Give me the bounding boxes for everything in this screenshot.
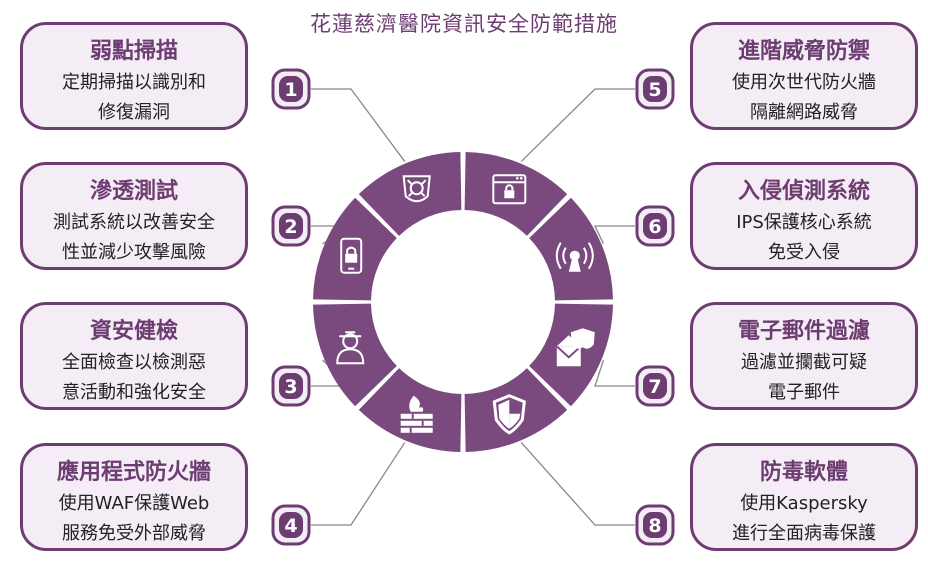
number-badges: 1 2 3 4 5 6 7 8: [271, 68, 675, 546]
number-badge-8: 8: [635, 504, 675, 546]
alarm-signal-icon: [555, 242, 594, 272]
user-check-icon: [336, 331, 365, 365]
connector-line-6: [593, 225, 635, 245]
number-badge-label: 8: [648, 515, 661, 537]
measure-title: 進階威脅防禦: [737, 39, 870, 64]
number-badge-label: 3: [284, 376, 297, 398]
number-badge-1: 1: [271, 68, 311, 110]
number-badge-label: 2: [284, 216, 297, 238]
measure-card-6: 入侵偵測系統 IPS保護核心系統免受入侵: [690, 162, 918, 270]
measure-description-line: 服務免受外部威脅: [62, 523, 206, 544]
number-badge-7: 7: [635, 365, 675, 407]
measure-description-line: 測試系統以改善安全: [53, 212, 215, 233]
number-badge-label: 4: [284, 515, 297, 537]
measure-description-line: 使用次世代防火牆: [732, 72, 876, 93]
connector-line-5: [520, 88, 635, 163]
measure-description-line: 使用WAF保護Web: [58, 493, 210, 514]
measure-description-line: 定期掃描以識別和: [62, 72, 206, 93]
measure-description-line: 過濾並攔截可疑: [741, 352, 867, 373]
measure-title: 防毒軟體: [759, 460, 848, 485]
measure-title: 資安健檢: [89, 319, 178, 344]
locked-phone-icon: [340, 237, 363, 274]
connector-line-4: [311, 442, 406, 526]
measure-description-line: 使用Kaspersky: [740, 493, 868, 514]
firewall-icon: [400, 395, 433, 433]
measure-card-3: 資安健檢全面檢查以檢測惡意活動和強化安全: [20, 302, 248, 410]
measure-description-line: 修復漏洞: [98, 102, 170, 123]
number-badge-label: 6: [648, 216, 661, 238]
measure-title: 應用程式防火牆: [56, 460, 211, 485]
number-badge-label: 5: [648, 79, 661, 101]
measure-card-1: 弱點掃描定期掃描以識別和修復漏洞: [20, 22, 248, 130]
number-badge-6: 6: [635, 205, 675, 247]
number-badge-4: 4: [271, 504, 311, 546]
ring-segment-5: [464, 152, 568, 236]
number-badge-label: 1: [284, 79, 297, 101]
connector-line-8: [520, 441, 635, 526]
number-badge-3: 3: [271, 365, 311, 407]
number-badge-2: 2: [271, 205, 311, 247]
measure-card-4: 應用程式防火牆使用WAF保護Web 服務免受外部威脅: [20, 443, 248, 551]
measure-description-line: 性並減少攻擊風險: [62, 242, 206, 263]
ring-segment-8: [464, 368, 568, 452]
measure-description-line: IPS保護核心系統: [736, 212, 872, 233]
measure-description-line: 意活動和強化安全: [62, 382, 206, 403]
measure-card-2: 滲透測試測試系統以改善安全性並減少攻擊風險: [20, 162, 248, 270]
measure-card-5: 進階威脅防禦使用次世代防火牆隔離網路威脅: [690, 22, 918, 130]
measure-card-8: 防毒軟體使用Kaspersky 進行全面病毒保護: [690, 443, 918, 551]
measure-description-line: 全面檢查以檢測惡: [62, 352, 206, 373]
ring-segment-3: [313, 303, 397, 407]
locked-browser-icon: [492, 174, 527, 205]
security-ring: [313, 152, 613, 452]
measure-title: 電子郵件過濾: [737, 319, 870, 344]
measure-description-line: 隔離網路威脅: [750, 102, 858, 123]
diagram-title: 花蓮慈濟醫院資訊安全防範措施: [310, 12, 618, 36]
measure-card-7: 電子郵件過濾過濾並攔截可疑電子郵件: [690, 302, 918, 410]
shield-icon: [492, 394, 526, 435]
number-badge-5: 5: [635, 68, 675, 110]
number-badge-label: 7: [648, 376, 661, 398]
measure-description-line: 進行全面病毒保護: [732, 523, 876, 544]
measure-title: 弱點掃描: [89, 39, 178, 64]
measure-title: 入侵偵測系統: [737, 179, 870, 204]
bug-shield-icon: [402, 175, 431, 203]
measure-description-line: 免受入侵: [768, 242, 840, 263]
ring-segment-6: [529, 197, 613, 301]
measure-title: 滲透測試: [89, 179, 178, 204]
connector-line-1: [311, 88, 406, 162]
connector-line-7: [594, 359, 635, 387]
mail-shield-icon: [556, 328, 595, 367]
measure-description-line: 電子郵件: [768, 382, 840, 403]
